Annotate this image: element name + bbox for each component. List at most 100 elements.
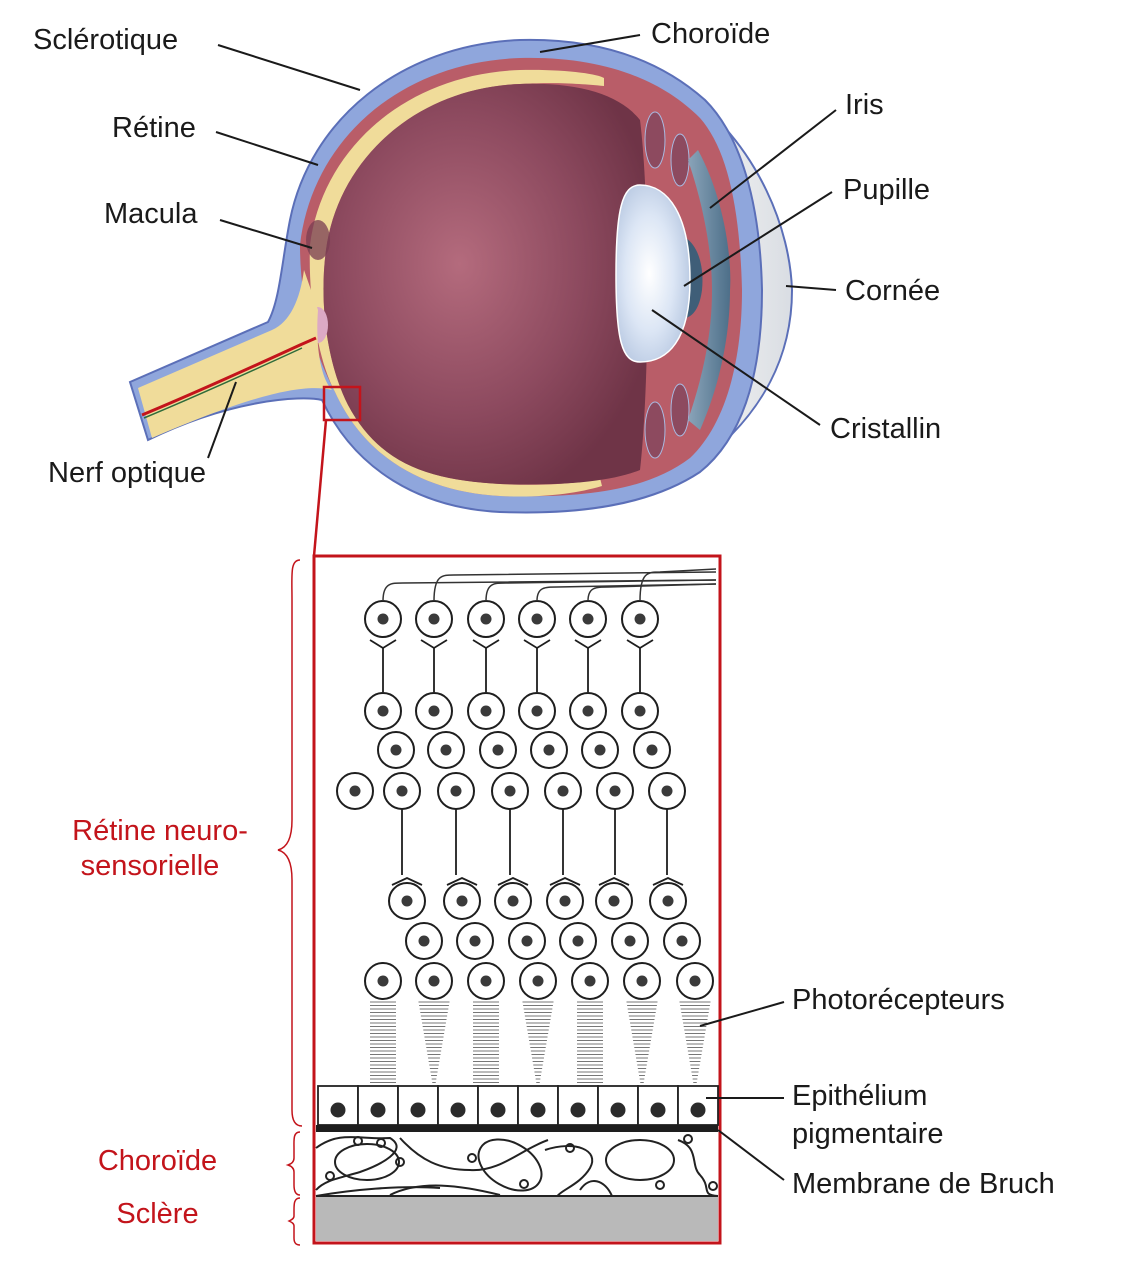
axon xyxy=(536,583,717,602)
synapse xyxy=(446,877,478,886)
label-nerf-optique: Nerf optique xyxy=(48,457,206,489)
synapse xyxy=(549,877,581,886)
rpe-cells xyxy=(317,1085,719,1126)
rpe-nucleus xyxy=(570,1102,586,1118)
callout-box xyxy=(322,385,362,422)
leader-lines xyxy=(207,34,837,459)
ganglion-cell-nucleus xyxy=(377,613,389,625)
horizontal-cell-nucleus xyxy=(559,895,571,907)
photoreceptor-nucleus-nucleus xyxy=(532,975,544,987)
label-epithelium-line1: Epithélium xyxy=(792,1080,928,1112)
photoreceptor-nucleus-nucleus xyxy=(689,975,701,987)
retina-detail-panel xyxy=(312,554,722,1245)
rpe-nucleus xyxy=(450,1102,466,1118)
photoreceptor-nucleus-nucleus xyxy=(480,975,492,987)
bipolar-cell-row4-nucleus xyxy=(661,785,673,797)
photoreceptor-nucleus-nucleus xyxy=(377,975,389,987)
amacrine-cell-nucleus xyxy=(594,744,606,756)
label-retine-neuro-line1: Rétine neuro- xyxy=(72,815,248,847)
axon xyxy=(587,583,717,602)
amacrine-cell-nucleus xyxy=(492,744,504,756)
bipolar-cell-row4-nucleus xyxy=(450,785,462,797)
axon xyxy=(639,568,717,602)
amacrine-cell-nucleus xyxy=(440,744,452,756)
label-sclere-layer: Sclère xyxy=(116,1198,199,1230)
nerve-vessel-green xyxy=(143,347,303,419)
rpe-nucleus xyxy=(490,1102,506,1118)
pupil xyxy=(686,238,703,318)
lens-cristallin xyxy=(615,184,691,363)
label-epithelium-line2: pigmentaire xyxy=(792,1118,944,1150)
rpe-nucleus xyxy=(650,1102,666,1118)
outer-nuclear-cell-nucleus xyxy=(624,935,636,947)
bipolar-cell-nucleus xyxy=(634,705,646,717)
bruch-membrane xyxy=(316,1125,718,1132)
bipolar-cell-row4-nucleus xyxy=(557,785,569,797)
label-macula: Macula xyxy=(104,198,198,230)
synapse xyxy=(391,877,423,886)
ciliary-body xyxy=(644,111,690,459)
bipolar-cell-row4-nucleus xyxy=(504,785,516,797)
layer-braces xyxy=(277,559,303,1246)
axon xyxy=(485,579,717,602)
photoreceptor-nucleus-nucleus xyxy=(428,975,440,987)
horizontal-cell-nucleus xyxy=(507,895,519,907)
ganglion-cell-nucleus xyxy=(582,613,594,625)
ganglion-cell-nucleus xyxy=(634,613,646,625)
bipolar-cell-row4-nucleus xyxy=(396,785,408,797)
ganglion-cell-nucleus xyxy=(531,613,543,625)
synapse xyxy=(652,877,684,886)
label-iris: Iris xyxy=(845,89,884,121)
label-cristallin: Cristallin xyxy=(830,413,942,445)
optic-nerve xyxy=(138,270,332,438)
sclera-detail-layer xyxy=(316,1197,718,1241)
label-choroide-layer: Choroïde xyxy=(97,1145,218,1177)
label-retine: Rétine xyxy=(112,112,196,144)
outer-nuclear-cell-nucleus xyxy=(469,935,481,947)
amacrine-cell-nucleus xyxy=(646,744,658,756)
rpe-nucleus xyxy=(370,1102,386,1118)
central-retinal-vessel xyxy=(141,336,317,417)
rpe-nucleus xyxy=(410,1102,426,1118)
synapse xyxy=(497,877,529,886)
horizontal-cell-nucleus xyxy=(662,895,674,907)
bipolar-cell-nucleus xyxy=(377,705,389,717)
label-photorecepteurs: Photorécepteurs xyxy=(792,984,1005,1016)
bipolar-cell-row4-nucleus xyxy=(349,785,361,797)
amacrine-cell-nucleus xyxy=(390,744,402,756)
ganglion-cell-nucleus xyxy=(480,613,492,625)
synapse xyxy=(598,877,630,886)
label-retine-neuro-line2: sensorielle xyxy=(80,850,220,882)
detail-leader-lines xyxy=(699,1001,785,1181)
photoreceptor-segments xyxy=(370,1001,711,1083)
choroid-vessels xyxy=(315,1134,719,1199)
vitreous-body xyxy=(323,83,648,485)
rpe-nucleus xyxy=(330,1102,346,1118)
amacrine-cell-nucleus xyxy=(543,744,555,756)
outer-nuclear-cell-nucleus xyxy=(418,935,430,947)
rpe-nucleus xyxy=(690,1102,706,1118)
eyeball xyxy=(128,38,794,514)
horizontal-cell-nucleus xyxy=(456,895,468,907)
bipolar-cell-nucleus xyxy=(582,705,594,717)
iris xyxy=(688,150,731,430)
rpe-nucleus xyxy=(610,1102,626,1118)
label-cornee: Cornée xyxy=(845,275,941,307)
axon xyxy=(382,579,717,602)
outer-nuclear-cell-nucleus xyxy=(521,935,533,947)
bipolar-cell-nucleus xyxy=(480,705,492,717)
outer-nuclear-cell-nucleus xyxy=(572,935,584,947)
axon xyxy=(433,571,717,602)
neuron-layers xyxy=(336,600,714,1000)
bipolar-cell-row4-nucleus xyxy=(609,785,621,797)
label-sclerotique: Sclérotique xyxy=(33,24,179,56)
axon-fibers xyxy=(382,568,717,602)
horizontal-cell-nucleus xyxy=(608,895,620,907)
callout-connector xyxy=(312,419,328,557)
bipolar-cell-nucleus xyxy=(428,705,440,717)
horizontal-cell-nucleus xyxy=(401,895,413,907)
outer-nuclear-cell-nucleus xyxy=(676,935,688,947)
ganglion-cell-nucleus xyxy=(428,613,440,625)
